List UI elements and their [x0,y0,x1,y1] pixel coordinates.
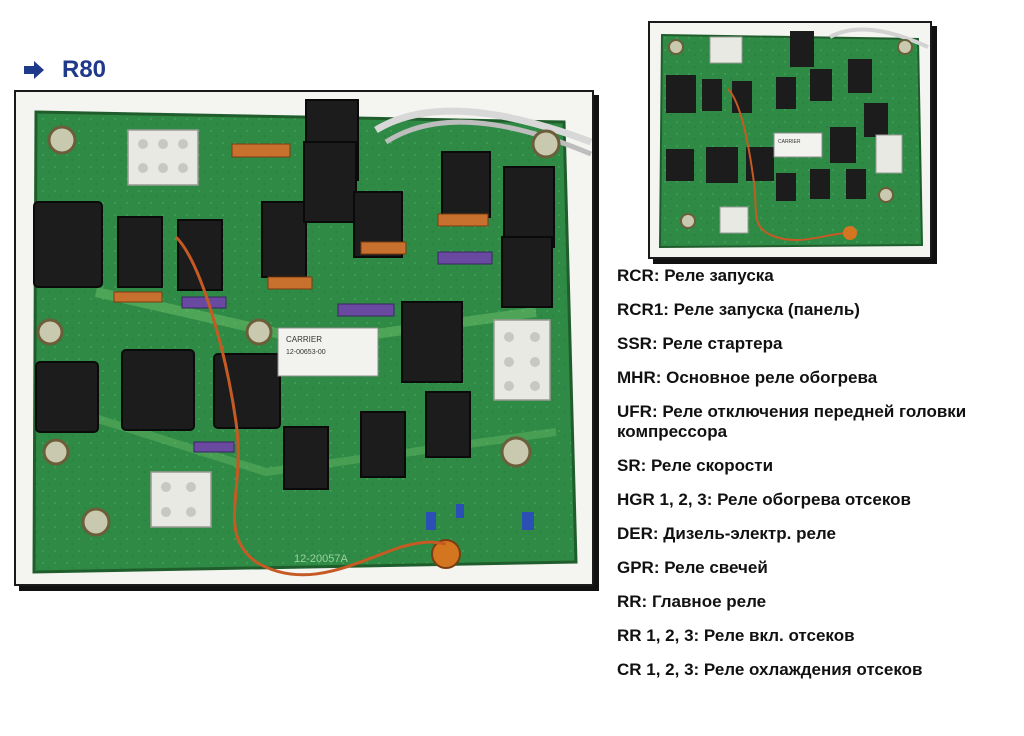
slide-title: R80 [22,56,106,84]
board-silkscreen: 12-20057A [294,553,348,565]
legend-item-gpr: GPR: Реле свечей [617,558,768,577]
page-title: R80 [62,56,107,83]
legend-item-rr: RR: Главное реле [617,592,767,611]
legend-item-ssr: SSR: Реле стартера [617,334,783,353]
legend-item-der: DER: Дизель-электр. реле [617,524,836,543]
legend-item-rcr: RCR: Реле запуска [617,266,774,285]
legend-item-mhr: MHR: Основное реле обогрева [617,368,878,387]
legend-item-rcr1: RCR1: Реле запуска (панель) [617,300,860,319]
legend-item-hgr: HGR 1, 2, 3: Реле обогрева отсеков [617,490,911,509]
legend-item-ufr: UFR: Реле отключения передней головки ко… [617,402,967,441]
sticker-code: 12-00653-00 [286,349,326,356]
legend-item-cr123: CR 1, 2, 3: Реле охлаждения отсеков [617,660,923,679]
relay-legend: RCR: Реле запуска RCR1: Реле запуска (па… [617,266,1012,694]
relay-board-overview-photo: CARRIER [648,21,932,259]
legend-item-rr123: RR 1, 2, 3: Реле вкл. отсеков [617,626,855,645]
inset-carrier-sticker: CARRIER [773,132,823,158]
arrow-right-icon [22,58,46,82]
relay-board-photo: CARRIER 12-00653-00 12-20057A [14,90,594,586]
carrier-sticker: CARRIER 12-00653-00 [277,327,379,377]
inset-sticker-brand: CARRIER [778,139,801,145]
legend-item-sr: SR: Реле скорости [617,456,774,475]
sticker-brand: CARRIER [286,335,322,344]
